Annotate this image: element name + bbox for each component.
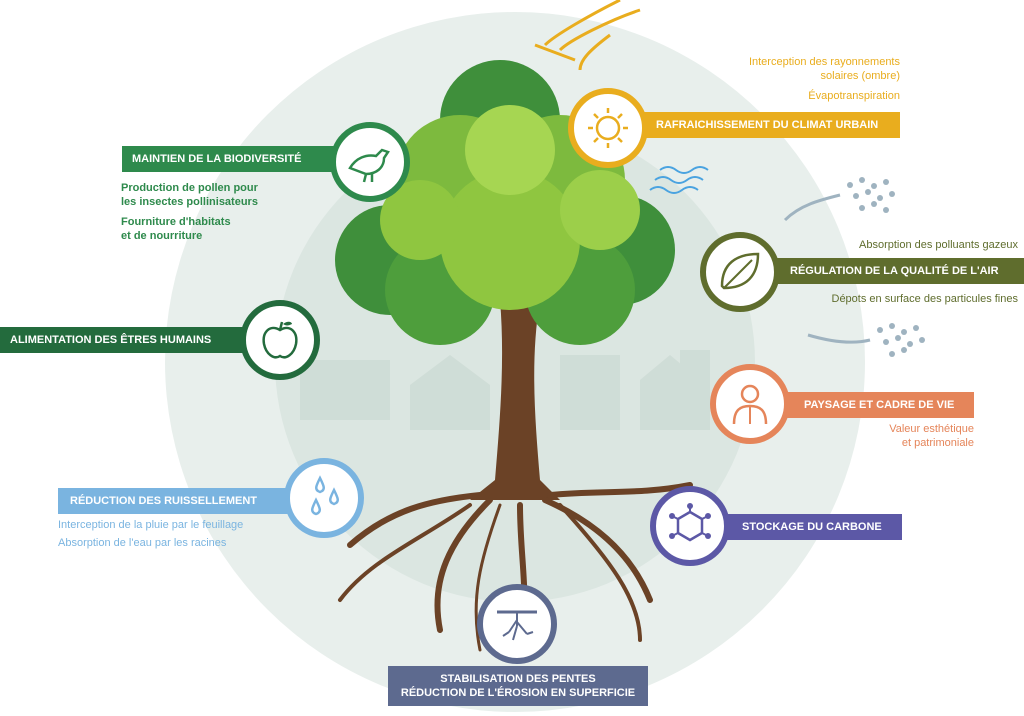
air-banner: RÉGULATION DE LA QUALITÉ DE L'AIR (760, 258, 1024, 284)
tree-trunk (470, 300, 560, 500)
particles-arrow-top (783, 193, 841, 222)
runoff-notes: Interception de la pluie par le feuillag… (58, 518, 243, 550)
air-note-1-text: Absorption des polluants gazeux (859, 239, 1018, 251)
tree-roots (338, 482, 693, 652)
climate-notes: Interception des rayonnements solaires (… (749, 55, 900, 103)
slopes-title-line1: STABILISATION DES PENTES (440, 673, 596, 685)
landscape-banner: PAYSAGE ET CADRE DE VIE (770, 392, 974, 418)
particles-bottom (877, 323, 925, 357)
bird-icon (348, 148, 390, 183)
landscape-notes: Valeur esthétique et patrimoniale (889, 422, 974, 450)
air-note-2: Dépots en surface des particules fines (832, 292, 1019, 306)
slopes-banner: STABILISATION DES PENTES RÉDUCTION DE L'… (388, 666, 648, 706)
slopes-circle (477, 584, 557, 664)
landscape-note-1: Valeur esthétique (889, 423, 974, 435)
carbon-circle (650, 486, 730, 566)
sun-icon (588, 108, 628, 148)
biodiversity-notes: Production de pollen pour les insectes p… (121, 181, 258, 243)
biodiversity-title: MAINTIEN DE LA BIODIVERSITÉ (132, 153, 302, 165)
particles-top (847, 177, 895, 213)
runoff-note-2: Absorption de l'eau par les racines (58, 537, 227, 549)
climate-note-1: Interception des rayonnements (748, 56, 900, 68)
apple-icon (262, 321, 298, 359)
particles-arrow-bottom (807, 333, 871, 344)
landscape-note-2: et patrimoniale (901, 437, 974, 449)
person-icon (732, 384, 768, 425)
climate-note-2: solaires (ombre) (820, 70, 900, 82)
runoff-circle (284, 458, 364, 538)
runoff-title: RÉDUCTION DES RUISSELLEMENT (70, 495, 258, 507)
food-circle (240, 300, 320, 380)
climate-note-3: Évapotranspiration (808, 90, 900, 102)
air-title: RÉGULATION DE LA QUALITÉ DE L'AIR (790, 265, 999, 277)
air-note-1: Absorption des polluants gazeux (859, 238, 1018, 252)
landscape-circle (710, 364, 790, 444)
biodiversity-circle (330, 122, 410, 202)
food-banner: ALIMENTATION DES ÊTRES HUMAINS (0, 327, 248, 353)
water-drops-icon (311, 475, 339, 516)
runoff-note-1: Interception de la pluie par le feuillag… (58, 519, 244, 531)
slopes-title-line2: RÉDUCTION DE L'ÉROSION EN SUPERFICIE (400, 687, 636, 699)
climate-circle (568, 88, 648, 168)
city-silhouette (300, 350, 710, 430)
climate-banner: RAFRAICHISSEMENT DU CLIMAT URBAIN (630, 112, 900, 138)
tree-foliage (335, 60, 675, 345)
climate-title: RAFRAICHISSEMENT DU CLIMAT URBAIN (656, 119, 879, 131)
heat-waves-icon (649, 166, 709, 194)
biodiversity-note-3: Fourniture d'habitats (121, 216, 231, 228)
biodiversity-note-2: les insectes pollinisateurs (121, 196, 258, 208)
carbon-title: STOCKAGE DU CARBONE (742, 521, 882, 533)
air-note-2-text: Dépots en surface des particules fines (831, 293, 1019, 305)
molecule-icon (669, 503, 711, 542)
biodiversity-note-1: Production de pollen pour (121, 182, 258, 194)
landscape-title: PAYSAGE ET CADRE DE VIE (804, 399, 955, 411)
biodiversity-note-4: et de nourriture (121, 230, 203, 242)
carbon-banner: STOCKAGE DU CARBONE (710, 514, 902, 540)
biodiversity-banner: MAINTIEN DE LA BIODIVERSITÉ (122, 146, 342, 172)
air-circle (700, 232, 780, 312)
sun-rays-arrows (534, 0, 641, 71)
roots-icon (497, 610, 537, 641)
runoff-banner: RÉDUCTION DES RUISSELLEMENT (58, 488, 298, 514)
food-title: ALIMENTATION DES ÊTRES HUMAINS (10, 334, 212, 346)
leaf-icon (720, 252, 760, 290)
